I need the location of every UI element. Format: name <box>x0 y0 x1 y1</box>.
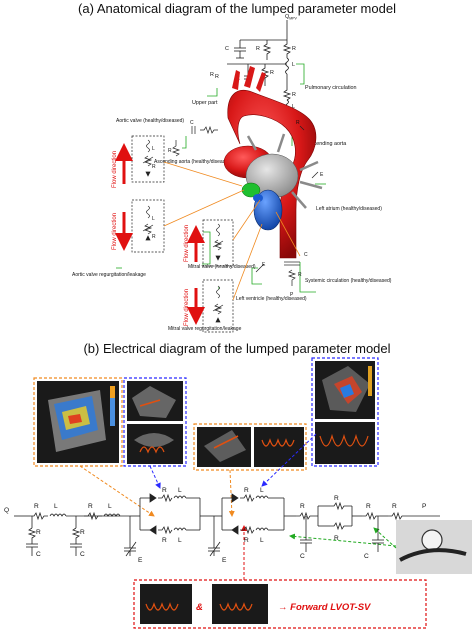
label-l-mr-b: L <box>178 487 182 494</box>
label-flow-direction-3: Flow direction <box>184 225 190 262</box>
title-a: (a) Anatomical diagram of the lumped par… <box>78 1 396 16</box>
orange-echo-box <box>33 377 123 467</box>
label-left-atrium: Left atrium (healthy/diseased) <box>316 206 382 212</box>
label-aortic-regurgitation: Aortic valve regurgitation/leakage <box>72 272 146 278</box>
label-r-pv-b: R <box>88 503 93 510</box>
label-r-mr-b: R <box>162 487 167 494</box>
label-c-ao-a: C <box>190 120 194 126</box>
label-e-lv-b: E <box>222 557 227 564</box>
label-r-ao-a: R <box>215 74 219 80</box>
label-r-pc-a: R <box>292 46 296 52</box>
label-left-ventricle: Left ventricle (healthy/diseased) <box>236 296 307 302</box>
label-flow-direction-1: Flow direction <box>112 151 118 188</box>
label-l-ar-b: L <box>260 487 264 494</box>
label-forward-lvot-sv: → Forward LVOT-SV <box>278 602 371 613</box>
label-p-cvs-a: P <box>290 292 294 298</box>
mitral-regurg-box <box>202 279 234 333</box>
pulmonary-circuit <box>227 20 292 113</box>
echo-bottom-right <box>212 584 268 624</box>
echo-images <box>33 357 472 629</box>
label-r-sc-b: R <box>334 535 339 542</box>
label-l-pv-a: L <box>292 104 295 110</box>
label-c-pvc-b: C <box>80 551 85 558</box>
label-l-av-a: L <box>152 146 155 152</box>
label-upper-part: Upper part <box>192 100 218 106</box>
label-r-av-a: R <box>152 164 156 170</box>
label-r-av-b: R <box>244 537 249 544</box>
label-r-sb-b: R <box>334 495 339 502</box>
label-c-ao-b: C <box>300 553 305 560</box>
label-aortic-valve: Aortic valve (healthy/diseased) <box>116 118 184 124</box>
label-r-sa-b: R <box>366 503 371 510</box>
label-r-pvc-a: R <box>270 70 274 76</box>
mitral-valve-box <box>202 219 234 267</box>
echo-bottom-left <box>140 584 192 624</box>
label-flow-direction-2: Flow direction <box>112 213 118 250</box>
label-r-pc-b: R <box>34 503 39 510</box>
label-l-mv-b: L <box>178 537 182 544</box>
label-r-sa-a: R <box>298 272 302 278</box>
blue-echo-box <box>123 377 187 467</box>
label-r-sv-b: R <box>392 503 397 510</box>
label-flow-direction-4: Flow direction <box>184 289 190 326</box>
label-pulmonary-circulation: Pulmonary circulation <box>305 85 357 91</box>
label-r-ao-asc: R <box>168 148 172 154</box>
label-r-ar-b: R <box>244 487 249 494</box>
echo-right-lower <box>315 422 375 464</box>
label-p-cvs-b: P <box>422 503 427 510</box>
label-q-mpv-b: Q <box>4 507 9 514</box>
blue-echo-box-2 <box>311 357 379 467</box>
label-q-mpv-a: QMPV <box>285 14 297 21</box>
label-r-pa-b: R <box>36 529 41 536</box>
label-mitral-valve: Mitral valve (healthy/diseased) <box>188 264 256 270</box>
label-r-ao-upper: R <box>210 72 214 78</box>
label-r-mv-b: R <box>162 537 167 544</box>
label-r-ar-a: R <box>152 234 156 240</box>
label-c-sac-b: C <box>364 553 369 560</box>
label-l-av-b: L <box>260 537 264 544</box>
echo-mid-right <box>254 427 304 467</box>
label-systemic-circulation: Systemic circulation (healthy/diseased) <box>305 278 392 284</box>
label-descending-aorta: Descending aorta <box>304 141 346 147</box>
aortic-regurg-box <box>131 199 165 253</box>
title-b: (b) Electrical diagram of the lumped par… <box>83 341 391 356</box>
label-e-la-a: E <box>320 172 324 178</box>
label-l-pc-a: L <box>292 62 295 68</box>
label-e-lv-a: E <box>262 262 266 268</box>
orange-leaders <box>163 161 301 301</box>
label-r-pv-a: R <box>292 92 296 98</box>
label-l-pv-b: L <box>108 503 112 510</box>
red-forward-box <box>133 579 427 629</box>
electrical-circuit <box>14 493 440 557</box>
label-c-pa-a: C <box>225 46 229 52</box>
label-r-ao-b: R <box>300 503 305 510</box>
label-r-pvc-b: R <box>80 529 85 536</box>
label-c-sac-a: C <box>304 252 308 258</box>
heart-graphic <box>223 66 323 259</box>
label-r-ao-desc: R <box>296 120 300 126</box>
orange-echo-box-2 <box>193 423 307 471</box>
label-l-pc-b: L <box>54 503 58 510</box>
label-l-ar-a: L <box>152 216 155 222</box>
aorta-elements <box>171 125 319 286</box>
anatomy-group: QMPV C R R L R R L C R Pulmonary circula… <box>72 14 392 333</box>
label-c-pa-b: C <box>36 551 41 558</box>
label-r-pa-a: R <box>256 46 260 52</box>
label-e-la-b: E <box>138 557 143 564</box>
label-ampersand: & <box>196 602 203 613</box>
label-mitral-regurgitation: Mitral valve regurgitation/leakage <box>168 326 242 332</box>
label-ascending-aorta: Ascending aorta (healthy/diseased) <box>154 159 233 165</box>
